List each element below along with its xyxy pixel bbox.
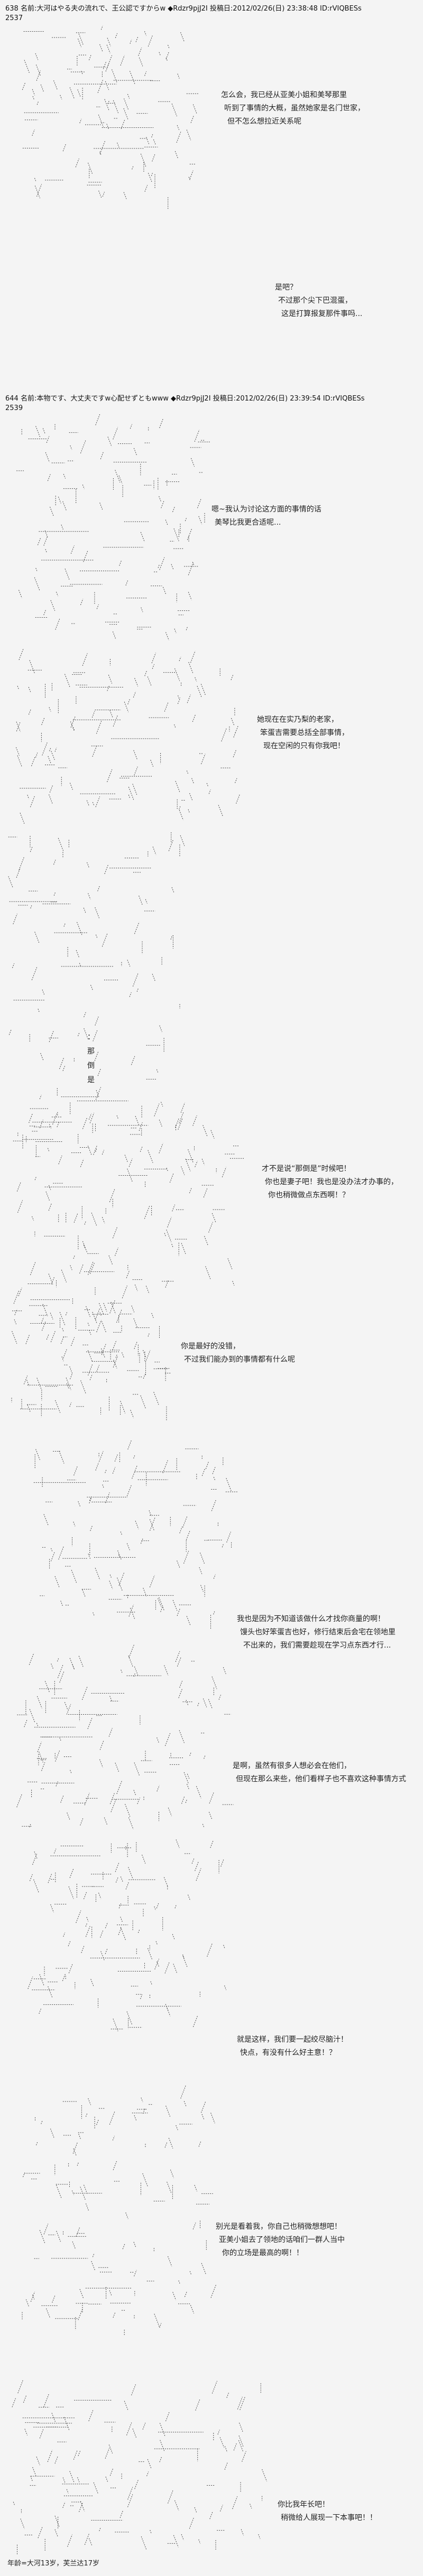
dialogue-line: 你也稍微做点东西啊！？ (268, 1191, 350, 1199)
ascii-art-strokes (22, 2085, 216, 2336)
dialogue-box: 你比我年长吧！ 稍微给人展现一下本事吧！！ (278, 2498, 377, 2525)
dialogue-line: 不过那个尖下巴混蛋， (278, 296, 352, 305)
dialogue-line: 别光是看着我，你自己也稍微想想吧！ (216, 2222, 342, 2231)
trip-code: ◆Rdzr9pjJ2I (168, 5, 208, 13)
name-label: 名前: (20, 395, 37, 403)
dialogue-char: 倒 (87, 1062, 95, 1070)
dialogue-char: 那 (87, 1047, 95, 1056)
dialogue-box: 我也是因为不知道该做什么才找你商量的啊！ 馒头也好笨蛋吉也好，修行结束后会宅在领… (237, 1613, 396, 1652)
dialogue-box: 嗯~我认为讨论这方面的事情的话 美琴比我更合适呢... (212, 503, 321, 529)
dialogue-line: 但不怎么想拉近关系呢 (227, 117, 301, 126)
poster-id: ID:rVIQBESs (320, 5, 362, 13)
name-label: 名前: (20, 5, 37, 13)
date-label: 投稿日: (209, 5, 233, 13)
post-number: 644 (5, 395, 19, 403)
dialogue-line: 我也是因为不知道该做什么才找你商量的啊！ (237, 1615, 385, 1623)
dialogue-char: ： (87, 1033, 95, 1041)
dialogue-line: 现在空闲的只有你我吧！ (263, 742, 345, 750)
ascii-art-strokes (16, 1113, 245, 1295)
dialogue-line: 你的立场是最高的啊！！ (222, 2249, 304, 2257)
dialogue-line: 笨蛋吉需要总括全部事情， (260, 729, 349, 737)
dialogue-line: 你是最好的没错， (181, 1342, 240, 1351)
ascii-art-strokes (8, 832, 185, 1182)
dialogue-line: 是吧？ (275, 283, 297, 292)
dialogue-box: 是吧？ 不过那个尖下巴混蛋， 这是打算报复那件事吗... (275, 281, 362, 321)
dialogue-box: 你是最好的没错， 不过我们能办到的事情都有什么呢 (181, 1340, 295, 1366)
dialogue-box: 才不是说“那倒是”时候吧！ 你也是妻子吧！我也是没办法才办事的， 你也稍微做点东… (262, 1163, 398, 1202)
post-number: 638 (5, 5, 19, 13)
dialogue-line: 快点，有没有什么好主意！？ (240, 2049, 336, 2057)
dialogue-line: 嗯~我认为讨论这方面的事情的话 (212, 505, 321, 514)
dialogue-line: 是啊，虽然有很多人想必会在他们， (233, 1762, 351, 1770)
ascii-art-strokes (16, 413, 210, 640)
dialogue-box: 就是这样，我们要一起绞尽脑汁！ 快点，有没有什么好主意！？ (237, 2033, 348, 2060)
dialogue-line: 不出来的，我们需要趁现在学习点东西才行... (243, 1641, 391, 1650)
dialogue-line: 你也是妻子吧！我也是没办法才办事的， (265, 1178, 398, 1186)
poster-name: 大河はやる夫の流れで、王公認ですからw (36, 5, 166, 13)
post-header: 638 名前:大河はやる夫の流れで、王公認ですからw ◆Rdzr9pjJ2I 投… (5, 4, 418, 23)
dialogue-line: 这是打算报复那件事吗... (281, 310, 363, 318)
dialogue-box: 怎么会，我已经从亚美小姐和美琴那里 听到了事情的大概，虽然她家是名门世家， 但不… (221, 89, 365, 128)
ascii-art-strokes (15, 648, 240, 825)
dialogue-line: 怎么会，我已经从亚美小姐和美琴那里 (221, 91, 347, 99)
ascii-art-strokes (12, 2380, 267, 2555)
dialogue-line: 亚美小姐去了领地的话咱们一群人当中 (219, 2236, 345, 2244)
poster-name: 本物です、大丈夫ですw心配せずともwww (36, 395, 169, 403)
post-date: 2012/02/26(日) 23:38:48 (233, 5, 318, 13)
trip-code: ◆Rdzr9pjJ2I (171, 395, 211, 403)
ascii-art-strokes (33, 1440, 238, 1630)
ascii-art-strokes (22, 25, 199, 209)
poster-id: ID:rVIQBESs (323, 395, 365, 403)
ascii-art-strokes (16, 1644, 234, 1830)
date-label: 投稿日: (213, 395, 236, 403)
dialogue-line: 美琴比我更合适呢... (215, 518, 281, 527)
post-header: 644 名前:本物です、大丈夫ですw心配せずともwww ◆Rdzr9pjJ2I … (5, 394, 418, 413)
dialogue-line: 但现在那么来些，他们看样子也不喜欢这种事情方式 (236, 1775, 406, 1783)
footer-note: 年龄=大河13岁，芙兰达17岁 (7, 2560, 99, 2568)
dialogue-line: 稍微给人展现一下本事吧！！ (281, 2514, 377, 2522)
ascii-art-strokes (27, 1839, 227, 2032)
dialogue-line: 才不是说“那倒是”时候吧！ (262, 1165, 351, 1173)
ascii-art-strokes (11, 1285, 171, 1421)
dialogue-line: 不过我们能办到的事情都有什么呢 (184, 1355, 295, 1364)
dialogue-line: 她现在在实乃梨的老家， (257, 715, 338, 724)
poster-id-cont: 2537 (5, 14, 23, 22)
dialogue-box: 她现在在实乃梨的老家， 笨蛋吉需要总括全部事情， 现在空闲的只有你我吧！ (257, 713, 349, 753)
post-date: 2012/02/26(日) 23:39:54 (236, 395, 321, 403)
dialogue-line: 你比我年长吧！ (278, 2500, 329, 2509)
dialogue-box: 是啊，虽然有很多人想必会在他们， 但现在那么来些，他们看样子也不喜欢这种事情方式 (233, 1760, 406, 1786)
dialogue-char: 是 (87, 1076, 95, 1084)
poster-id-cont: 2539 (5, 404, 23, 412)
dialogue-line: 听到了事情的大概，虽然她家是名门世家， (224, 104, 365, 113)
dialogue-line: 就是这样，我们要一起绞尽脑汁！ (237, 2035, 348, 2044)
vertical-dialogue: ： 那 倒 是 (87, 1030, 95, 1087)
dialogue-line: 馒头也好笨蛋吉也好，修行结束后会宅在领地里 (240, 1628, 396, 1636)
dialogue-box: 别光是看着我，你自己也稍微想想吧！ 亚美小姐去了领地的话咱们一群人当中 你的立场… (216, 2220, 345, 2260)
